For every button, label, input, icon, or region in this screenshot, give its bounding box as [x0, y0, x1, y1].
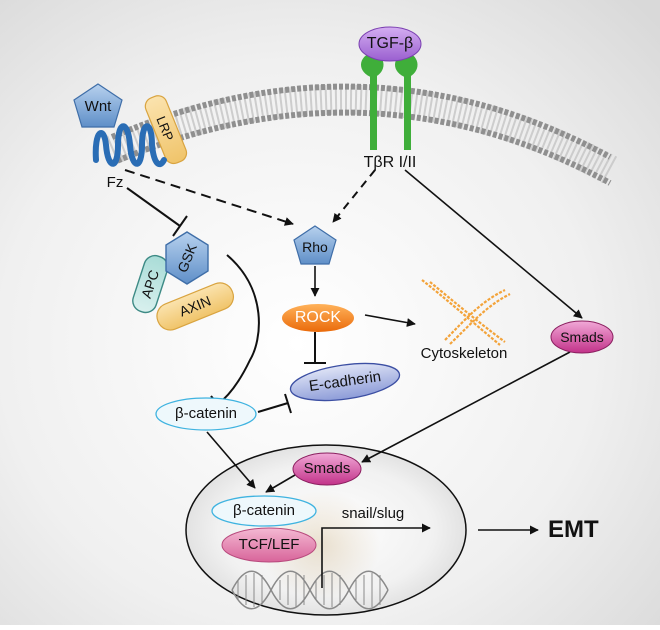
betacatenin-cytoplasm-node — [155, 397, 257, 431]
betacatenin-to-nucleus-arrow — [206, 431, 256, 489]
receptor-to-smads-arrow — [404, 169, 583, 319]
rock-inhibits-ecadherin — [304, 332, 326, 364]
rock-node — [282, 304, 354, 332]
tgf-beta-label: TGF-β — [366, 35, 414, 52]
betacatenin-cytoplasm-label: β-catenin — [175, 405, 237, 422]
cytoskeleton-fibers — [421, 279, 511, 346]
fz-label: Fz — [106, 174, 124, 191]
betacatenin-nucleus-label: β-catenin — [233, 502, 295, 519]
smads-cytoplasm-node — [550, 320, 614, 354]
tcflef-label: TCF/LEF — [238, 536, 300, 553]
rho-node — [293, 225, 337, 265]
apc-node — [132, 254, 169, 314]
dna-helix — [231, 570, 389, 610]
tgf-beta-ligand — [358, 26, 422, 62]
axin-node — [156, 282, 235, 331]
lrp-coreceptor — [144, 95, 188, 165]
betacatenin-inhibits-ecadherin — [257, 393, 292, 414]
ecadherin-node — [289, 362, 401, 402]
wnt-ligand — [73, 83, 123, 128]
fz-to-rho-arrow — [124, 169, 294, 226]
gsk-node — [165, 231, 209, 285]
transcription-arrow — [321, 523, 431, 588]
tcflef-node — [221, 527, 317, 563]
wnt-label: Wnt — [84, 98, 112, 115]
smads-cytoplasm-label: Smads — [560, 329, 604, 345]
betacatenin-nucleus-node — [211, 495, 317, 527]
smads-nucleus-label: Smads — [303, 460, 351, 477]
emt-label: EMT — [548, 516, 599, 543]
snail-slug-label: snail/slug — [341, 505, 405, 522]
rock-label: ROCK — [294, 309, 342, 326]
smads-nucleus-node — [292, 452, 362, 486]
fz-inhibits-gsk — [126, 187, 188, 237]
smads-to-complex-arrow — [265, 474, 296, 493]
frizzled-receptor — [92, 123, 167, 168]
rock-to-cytoskeleton-arrow — [364, 314, 416, 327]
cytoskeleton-label: Cytoskeleton — [420, 345, 508, 362]
receptor-label: TβR I/II — [363, 154, 417, 171]
rho-label: Rho — [302, 239, 328, 255]
cell-membrane — [106, 83, 618, 186]
smads-to-nucleus-arrow — [361, 351, 571, 463]
receptor-to-rho-arrow — [332, 169, 376, 223]
